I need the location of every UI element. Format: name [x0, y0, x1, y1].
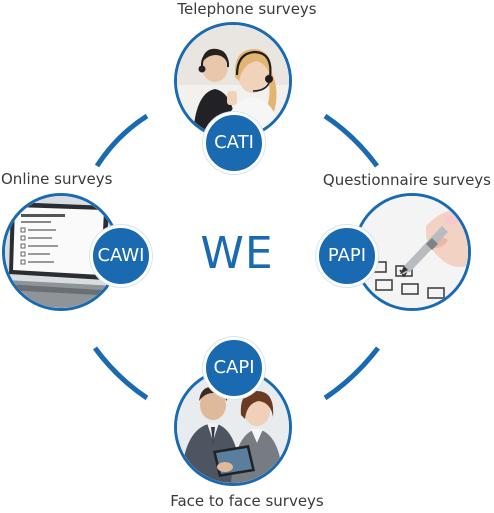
laptop-online-form-photo: [2, 193, 120, 311]
caption-face-to-face-surveys: Face to face surveys: [170, 492, 324, 510]
papi-badge[interactable]: PAPI: [316, 225, 378, 287]
capi-badge[interactable]: CAPI: [203, 337, 265, 399]
arc-bottom-left: [92, 346, 149, 401]
arc-top-right: [323, 113, 380, 168]
arc-bottom-right: [323, 346, 380, 401]
arc-top-left: [94, 113, 149, 168]
center-label: WE: [200, 228, 274, 279]
caption-questionnaire-surveys: Questionnaire surveys: [322, 171, 491, 189]
pen-on-questionnaire-photo: [353, 193, 471, 311]
caption-online-surveys: Online surveys: [1, 170, 113, 188]
cawi-badge[interactable]: CAWI: [90, 225, 152, 287]
caption-telephone-surveys: Telephone surveys: [177, 0, 317, 18]
cati-badge[interactable]: CATI: [203, 112, 265, 174]
